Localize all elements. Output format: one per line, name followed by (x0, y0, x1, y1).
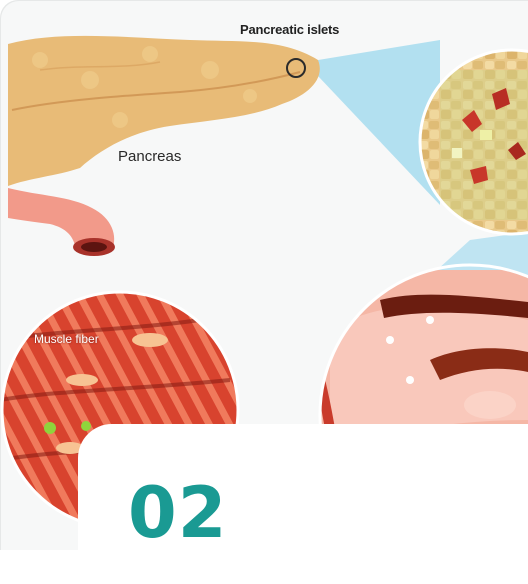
magnifier-beam (306, 40, 440, 205)
muscle-fiber-label: Muscle fiber (34, 332, 99, 346)
islets-label: Pancreatic islets (240, 22, 339, 37)
step-number: 02 (128, 478, 227, 548)
pancreas-label: Pancreas (118, 148, 181, 165)
